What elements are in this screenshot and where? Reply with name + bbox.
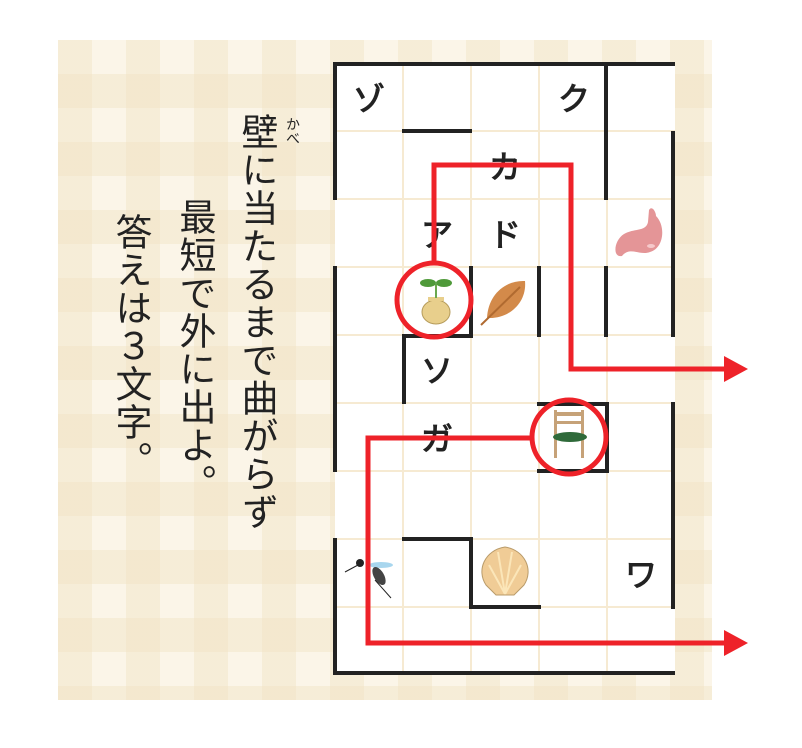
instruction-line-3: 答えは３文字。 bbox=[109, 213, 152, 479]
letter-so: ソ bbox=[421, 352, 453, 390]
letter-zo: ゾ bbox=[353, 80, 385, 118]
letter-wa: ワ bbox=[625, 556, 657, 594]
answer-paths bbox=[365, 162, 728, 646]
maze-walls bbox=[333, 62, 675, 675]
leaf-icon bbox=[480, 280, 526, 326]
arrow-head-icon bbox=[724, 630, 748, 656]
path-2 bbox=[365, 435, 728, 646]
sprout-icon bbox=[420, 279, 452, 325]
stomach-icon bbox=[615, 208, 663, 257]
furigana-kabe: かべ bbox=[284, 117, 300, 145]
arrow-head-icon bbox=[724, 356, 748, 382]
path-1 bbox=[431, 162, 728, 372]
letter-ku: ク bbox=[558, 80, 590, 118]
letter-do: ド bbox=[489, 216, 521, 254]
mosquito-icon bbox=[344, 559, 393, 599]
shell-icon bbox=[481, 546, 529, 596]
letter-a: ア bbox=[421, 216, 453, 254]
chair-icon bbox=[553, 410, 587, 458]
instruction-line-2: 最短で外に出よ。 bbox=[173, 198, 216, 502]
instruction-line-1: 壁に当たるまで曲がらず bbox=[235, 113, 278, 531]
